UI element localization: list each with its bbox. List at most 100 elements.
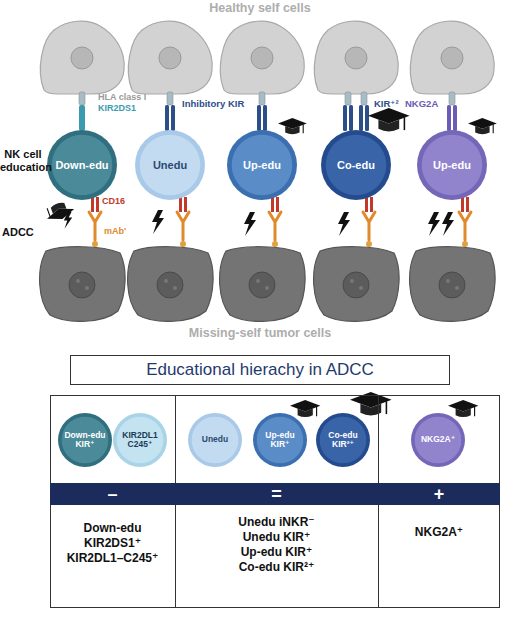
illustration-shape: [314, 21, 398, 94]
table-column: –Down-eduKIR2DS1⁺KIR2DL1–C245⁺Down-edu K…: [50, 395, 175, 608]
cell-label: Up-edu KIR⁺: [259, 431, 301, 450]
cell-label: Up-edu: [243, 159, 281, 171]
illustration-shape: [447, 105, 451, 131]
illustration-shape: [152, 210, 164, 234]
receptor-label: NKG2A: [405, 99, 438, 110]
nk-cell: Unedu: [188, 413, 242, 467]
illustration-shape: [290, 400, 320, 417]
category-text: NKG2A⁺: [378, 525, 500, 540]
table-column: + NKG2A⁺ NKG2A⁺: [378, 395, 500, 608]
illustration-shape: [89, 212, 101, 240]
illustration-shape: [128, 247, 213, 322]
illustration-shape: [79, 92, 85, 105]
illustration-shape: [365, 105, 369, 131]
illustration-shape: [244, 212, 256, 236]
illustration-shape: [257, 105, 261, 131]
illustration-shape: [92, 241, 98, 247]
cell-label: Co-edu: [337, 159, 375, 171]
hierarchy-table: [50, 395, 500, 608]
illustration-shape: [428, 212, 440, 236]
illustration-shape: [276, 197, 279, 212]
illustration-shape: [349, 105, 353, 131]
illustration-shape: [263, 105, 267, 131]
illustration-shape: [91, 197, 94, 212]
illustration-shape: [50, 483, 500, 505]
illustration-shape: [220, 21, 304, 94]
cell-label: Co-edu KIR²⁺: [322, 431, 364, 450]
category-text: KIR2DL1–C245⁺: [50, 551, 175, 566]
category-text: Co-edu KIR²⁺: [175, 560, 378, 575]
illustration-shape: [165, 105, 169, 131]
illustration-shape: [343, 105, 347, 131]
cell-label: Down-edu: [55, 159, 108, 171]
panel-title: Educational hierachy in ADCC: [146, 361, 374, 380]
nk-cell: NKG2A⁺: [411, 413, 465, 467]
graduation-caps: [43, 108, 496, 417]
antigens: [92, 241, 468, 247]
nk-cell: Co-edu KIR²⁺: [316, 413, 370, 467]
category-text: Down-edu: [50, 521, 175, 536]
row-label: ADCC: [2, 226, 34, 239]
illustration-shape: [79, 105, 85, 131]
illustration-shape: [370, 197, 373, 212]
illustration-shape: [272, 241, 278, 247]
title-box: Educational hierachy in ADCC: [70, 355, 450, 385]
illustration-shape: [184, 197, 187, 212]
cell-label: NKG2A⁺: [421, 435, 455, 444]
receptor-label: Inhibitory KIR: [182, 99, 244, 110]
antibody-label: mAb': [104, 226, 126, 236]
nk-cell: Up-edu KIR⁺: [253, 413, 307, 467]
illustration-shape: [410, 247, 495, 322]
receptor-label: CD16: [102, 196, 125, 206]
illustration-shape: [363, 212, 375, 240]
illustration-shape: [51, 396, 500, 608]
rank-symbol: –: [50, 483, 175, 505]
illustration-shape: [271, 197, 274, 212]
nk-cell: Up-edu: [417, 130, 487, 200]
illustration-shape: [259, 92, 265, 105]
illustration-shape: [359, 105, 363, 131]
illustration-shape: [466, 197, 469, 212]
rank-symbol: +: [378, 483, 500, 505]
illustration-shape: [345, 92, 351, 105]
lightning-bolts: [64, 210, 454, 236]
healthy-cells: [40, 21, 494, 94]
row-label: NK cell education: [0, 148, 46, 173]
illustration-shape: [410, 21, 494, 94]
category-text: Unedu KIR⁺: [175, 530, 378, 545]
illustration-shape: [361, 92, 367, 105]
category-text: Up-edu KIR⁺: [175, 545, 378, 560]
illustration-shape: [179, 197, 182, 212]
nk-cell: KIR2DL1 C245⁺: [113, 413, 167, 467]
nk-cell: Down-edu: [47, 130, 117, 200]
illustration-shape: [459, 212, 471, 240]
illustration-shape: [177, 212, 189, 240]
illustration-shape: [180, 241, 186, 247]
illustration-shape: [167, 92, 173, 105]
cd16-receptors: [91, 197, 469, 212]
illustration-shape: [366, 241, 372, 247]
illustration-shape: [448, 400, 478, 417]
illustration-shape: [368, 108, 410, 131]
illustration-shape: [314, 247, 399, 322]
receptor-label: KIR2DS1: [98, 103, 136, 113]
illustration-shape: [442, 212, 454, 236]
illustration-shape: [461, 197, 464, 212]
illustration-shape: [171, 105, 175, 131]
category-text: KIR2DS1⁺: [50, 536, 175, 551]
illustration-shape: [365, 197, 368, 212]
receptor-label: KIR⁺²: [374, 99, 399, 110]
footer-text: Missing-self tumor cells: [0, 326, 520, 340]
molecule-label: HLA class I: [98, 92, 146, 102]
tumor-cells: [40, 247, 495, 322]
illustration-shape: [96, 197, 99, 212]
nk-cell: Unedu: [135, 130, 205, 200]
header-text: Healthy self cells: [0, 1, 520, 15]
illustration-shape: [468, 118, 497, 134]
rank-symbol: =: [175, 483, 378, 505]
cell-label: Unedu: [153, 159, 187, 171]
illustration-shape: [453, 105, 457, 131]
cell-label: Up-edu: [433, 159, 471, 171]
cell-label: KIR2DL1 C245⁺: [119, 431, 161, 450]
